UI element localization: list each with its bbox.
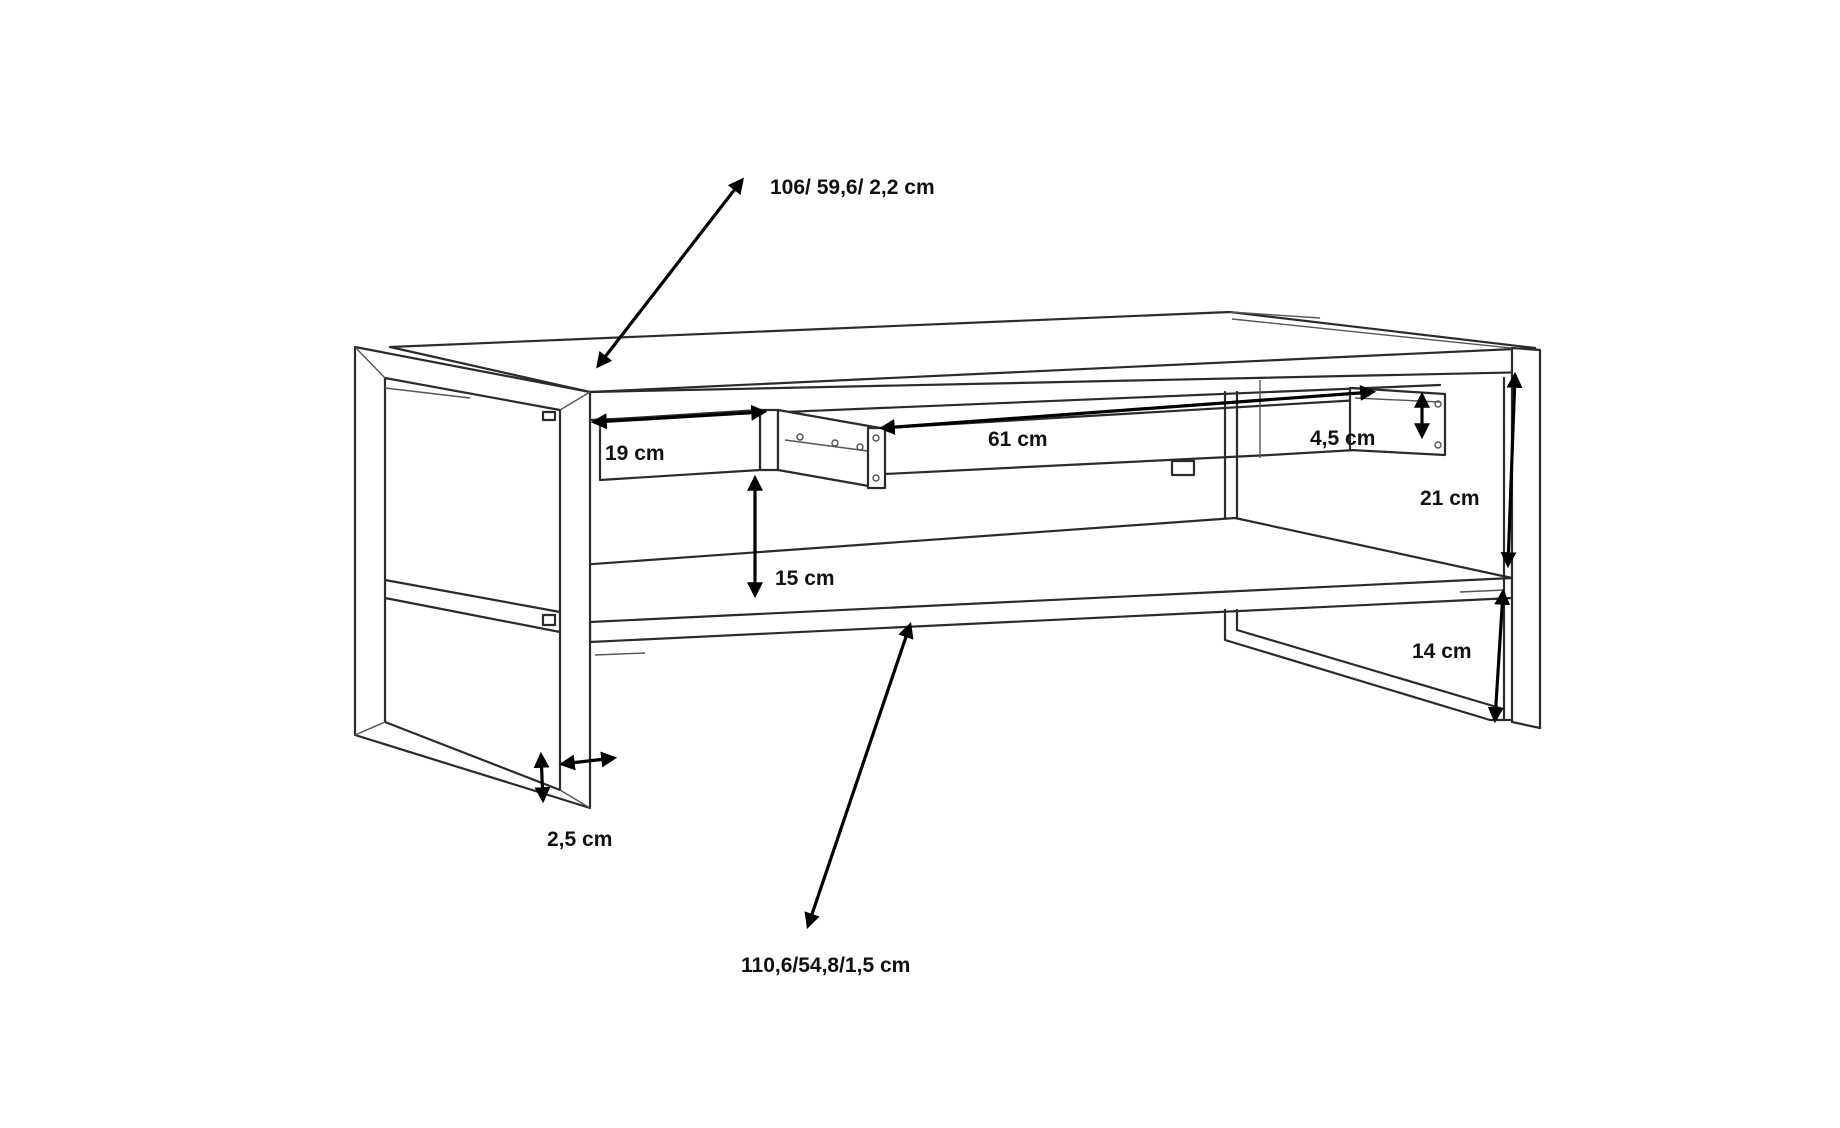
dimension-labels: 106/ 59,6/ 2,2 cm 19 cm 61 cm 4,5 cm 21 … xyxy=(547,176,1480,977)
drawer-width-label: 61 cm xyxy=(988,428,1048,451)
drawer-depth-arrow xyxy=(590,404,768,430)
bottom-shelf-arrow xyxy=(804,621,914,930)
lower-clearance-label: 14 cm xyxy=(1412,640,1472,663)
table-top xyxy=(388,310,1537,394)
upper-clearance-arrow xyxy=(1500,371,1523,569)
drawer-width-arrow xyxy=(878,384,1377,436)
frame-thickness-v-arrow xyxy=(533,751,551,804)
drawer-depth-label: 19 cm xyxy=(605,442,665,465)
frame-thickness-h-arrow xyxy=(558,751,618,771)
dimension-arrows xyxy=(533,177,1523,930)
lower-clearance-arrow xyxy=(1487,588,1511,724)
top-panel-arrow xyxy=(596,177,744,369)
left-frame xyxy=(353,345,592,810)
bottom-shelf-label: 110,6/54,8/1,5 cm xyxy=(741,954,910,977)
top-panel-label: 106/ 59,6/ 2,2 cm xyxy=(770,176,935,199)
upper-clearance-label: 21 cm xyxy=(1420,487,1480,510)
drawer-height-label: 4,5 cm xyxy=(1310,427,1375,450)
frame-thickness-label: 2,5 cm xyxy=(547,828,612,851)
shelf-gap-label: 15 cm xyxy=(775,567,835,590)
